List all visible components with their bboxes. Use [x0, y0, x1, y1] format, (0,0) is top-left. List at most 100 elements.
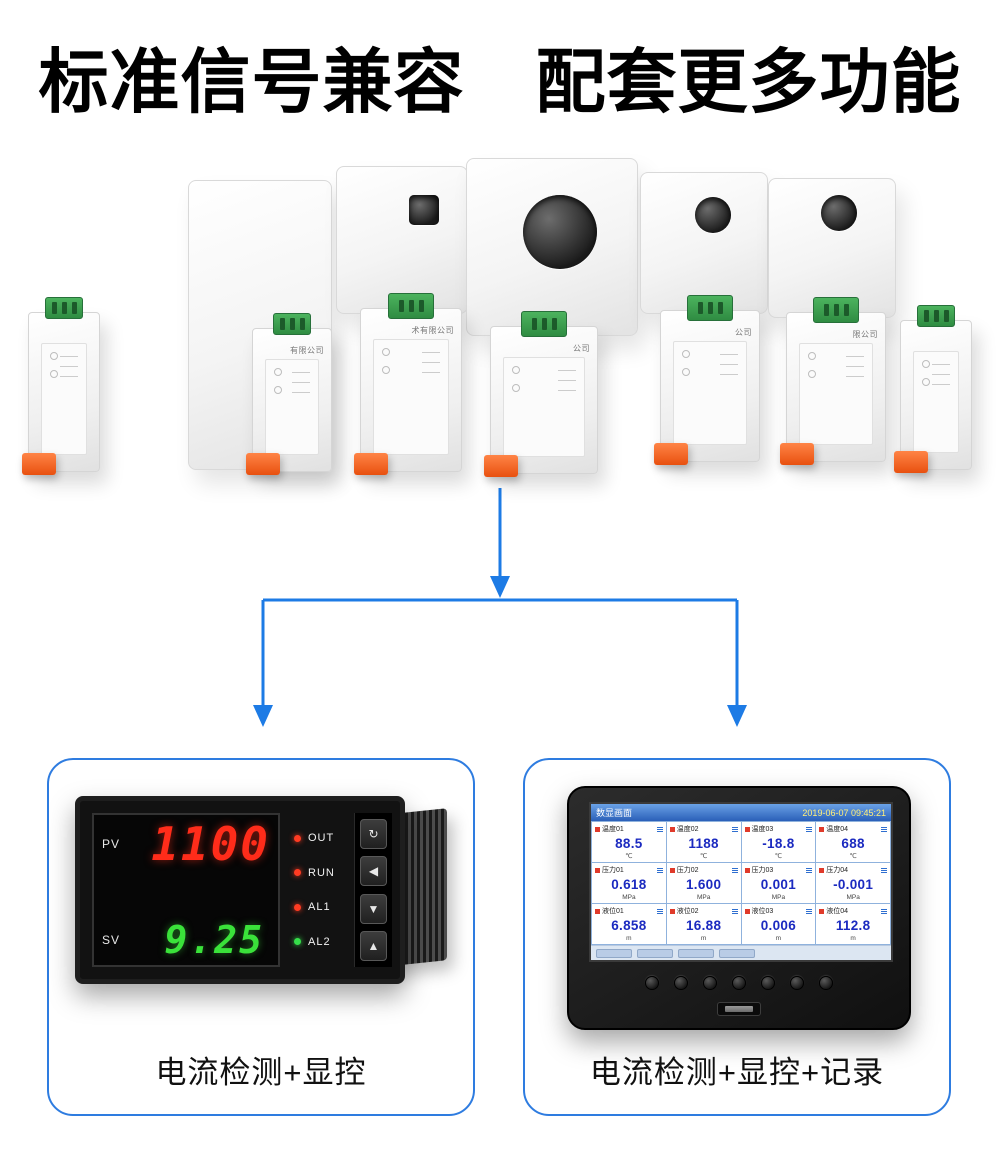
toolbar-button-icon — [719, 948, 755, 958]
card-caption: 电流检测+显控+记录 — [589, 1055, 885, 1090]
meter-button-cycle-icon: ↻ — [360, 819, 387, 849]
toolbar-button-icon — [678, 948, 714, 958]
sensor-head-ring — [640, 172, 768, 314]
channel-name: 压力04 — [816, 863, 890, 875]
wiring-diagram-icon — [373, 339, 449, 455]
channel-unit: ℃ — [774, 853, 783, 860]
indicator-al2: AL2 — [294, 936, 346, 948]
wiring-diagram-icon — [673, 341, 747, 445]
transmitter-module: 公司 — [654, 295, 760, 465]
sv-label: SV — [102, 933, 121, 947]
channel-value: 0.006 — [760, 918, 797, 933]
channel-value: 88.5 — [615, 835, 643, 851]
led-icon — [294, 834, 301, 842]
wiring-diagram-icon — [799, 343, 873, 445]
channel-unit: ℃ — [699, 853, 708, 860]
module-brand-label: 术有限公司 — [411, 326, 454, 335]
channel-cell: 温度02 1188 ℃ — [666, 822, 741, 862]
meter-button-down-icon: ▼ — [360, 893, 387, 924]
round-aperture — [821, 195, 857, 231]
din-clip-icon — [22, 453, 56, 475]
indicator-label: AL1 — [308, 901, 331, 914]
screen-toolbar — [591, 945, 891, 960]
terminal-block-icon — [273, 313, 311, 335]
channel-cell: 压力01 0.618 MPa — [592, 863, 666, 903]
din-clip-icon — [354, 453, 388, 475]
sensor-head-large-ring — [466, 158, 638, 336]
terminal-block-icon — [687, 295, 733, 321]
channel-name: 液位04 — [816, 904, 890, 916]
channel-value: 688 — [841, 835, 865, 851]
recorder-button-icon — [761, 976, 775, 990]
transmitter-module: 公司 — [484, 311, 598, 477]
usb-port-icon — [717, 1002, 761, 1016]
screen-title: 数显画面 — [596, 808, 633, 818]
channel-value: 0.001 — [760, 877, 797, 892]
channel-unit: MPa — [622, 894, 636, 901]
recorder-button-icon — [732, 976, 746, 990]
meter-button-left-icon: ◀ — [360, 856, 387, 887]
transmitter-module: 限公司 — [780, 297, 886, 465]
channel-cell: 液位04 112.8 m — [816, 904, 890, 944]
indicator-label: OUT — [308, 832, 335, 845]
recorder-button-icon — [645, 976, 659, 990]
channel-unit: ℃ — [625, 853, 633, 860]
indicator-label: AL2 — [308, 935, 331, 948]
channel-cell: 液位03 0.006 m — [741, 904, 816, 944]
meter-display: PV 1100 SV 9.25 — [92, 813, 280, 967]
toolbar-button-icon — [637, 948, 673, 958]
channel-cell: 温度03 -18.8 ℃ — [741, 822, 816, 862]
transmitter-montage: 有限公司 术有限公司 公司 公司 限公司 — [0, 158, 1000, 490]
channel-name: 温度01 — [592, 822, 666, 834]
channel-value: 0.618 — [611, 877, 647, 892]
wiring-diagram-icon — [41, 343, 87, 455]
channel-unit: MPa — [771, 894, 786, 901]
channel-unit: m — [626, 935, 632, 942]
channel-value: 6.858 — [611, 918, 647, 933]
module-brand-label: 有限公司 — [290, 346, 324, 355]
module-brand-label: 公司 — [735, 328, 752, 337]
module-brand-label: 公司 — [573, 344, 590, 353]
channel-name: 液位03 — [742, 904, 816, 916]
channel-value: 112.8 — [835, 918, 871, 933]
led-icon — [294, 869, 301, 877]
din-clip-icon — [894, 451, 928, 473]
card-current-display: PV 1100 SV 9.25 OUT RUN — [47, 758, 475, 1116]
indicator-label: RUN — [308, 866, 335, 879]
din-clip-icon — [780, 443, 814, 465]
wiring-diagram-icon — [265, 359, 319, 455]
indicator-al1: AL1 — [294, 901, 346, 913]
card-caption: 电流检测+显控 — [155, 1055, 367, 1090]
wiring-diagram-icon — [913, 351, 959, 453]
channel-value: -18.8 — [762, 835, 795, 851]
channel-name: 压力03 — [742, 863, 816, 875]
channel-cell: 压力03 0.001 MPa — [741, 863, 816, 903]
channel-unit: MPa — [846, 894, 860, 901]
channel-cell: 液位02 16.88 m — [666, 904, 741, 944]
channel-name: 液位02 — [667, 904, 741, 916]
recorder-screen: 数显画面 2019-06-07 09:45:21 温度01 88.5 ℃ 温度0… — [589, 802, 893, 962]
screen-timestamp: 2019-06-07 09:45:21 — [802, 807, 886, 818]
recorder-button-icon — [703, 976, 717, 990]
recorder-button-row — [645, 976, 833, 990]
screen-header: 数显画面 2019-06-07 09:45:21 — [591, 804, 891, 821]
transmitter-module: 术有限公司 — [354, 293, 462, 475]
indicator-run: RUN — [294, 867, 346, 879]
channel-grid: 温度01 88.5 ℃ 温度02 1188 ℃ 温度03 -18.8 ℃ — [591, 821, 891, 945]
card-current-display-record: 数显画面 2019-06-07 09:45:21 温度01 88.5 ℃ 温度0… — [523, 758, 951, 1116]
channel-name: 温度02 — [667, 822, 741, 834]
toolbar-button-icon — [596, 948, 632, 958]
paperless-recorder: 数显画面 2019-06-07 09:45:21 温度01 88.5 ℃ 温度0… — [567, 786, 911, 1030]
module-brand-label: 限公司 — [852, 330, 878, 339]
transmitter-module — [894, 305, 972, 473]
transmitter-module: 有限公司 — [246, 313, 332, 475]
channel-value: -0.001 — [833, 877, 874, 892]
channel-value: 1188 — [688, 835, 719, 851]
led-icon — [294, 903, 301, 911]
channel-unit: ℃ — [849, 853, 857, 860]
terminal-block-icon — [45, 297, 83, 319]
channel-cell: 液位01 6.858 m — [592, 904, 666, 944]
channel-cell: 温度01 88.5 ℃ — [592, 822, 666, 862]
din-clip-icon — [654, 443, 688, 465]
